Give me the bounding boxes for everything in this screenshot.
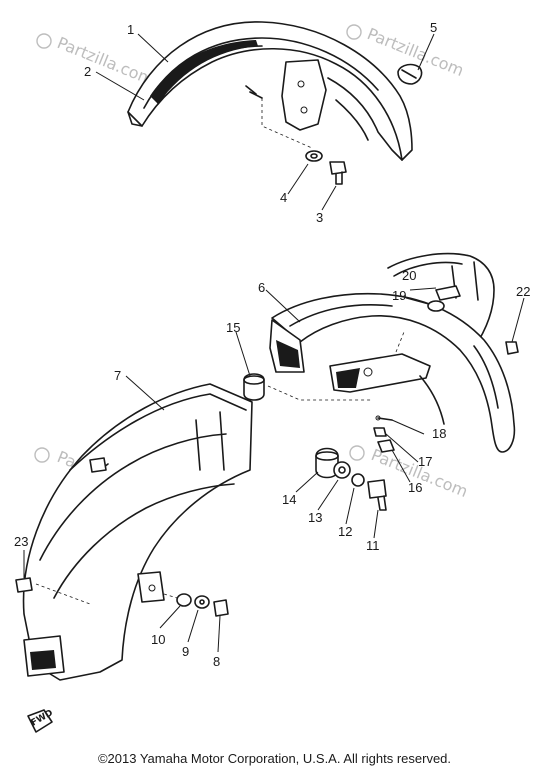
front-fender [127,21,413,161]
part-20-nut [435,285,461,301]
callout-15: 15 [226,320,240,335]
callout-1: 1 [127,22,134,37]
callout-14: 14 [282,492,296,507]
callout-10: 10 [151,632,165,647]
rear-fender-upper [267,252,516,453]
callout-12: 12 [338,524,352,539]
callout-8: 8 [213,654,220,669]
watermark-text: Partzilla.com [55,33,157,89]
callout-23: 23 [14,534,28,549]
part-12-washer [351,473,365,487]
part-21-bolt [89,457,107,473]
callout-19: 19 [392,288,406,303]
part-22-bolt [505,341,519,355]
part-17-clip [373,427,387,437]
part-23-bolt [15,577,33,593]
callout-22: 22 [516,284,530,299]
forward-arrow: FWD [27,708,55,733]
callout-5: 5 [430,20,437,35]
part-16-nut [377,439,395,453]
part-8-nut [213,599,229,617]
part-3-bolt [329,161,347,185]
callout-18: 18 [432,426,446,441]
callout-17: 17 [418,454,432,469]
callout-6: 6 [258,280,265,295]
watermark-1: Partzilla.com [36,33,157,89]
callout-11: 11 [366,538,380,553]
part-13-collar [333,461,351,479]
part-19-washer [427,300,445,312]
part-10-washer [176,593,192,607]
copyright-notice: ©2013 Yamaha Motor Corporation, U.S.A. A… [97,751,452,766]
callout-13: 13 [308,510,322,525]
callout-3: 3 [316,210,323,225]
part-11-bolt [367,479,387,511]
callout-20: 20 [402,268,416,283]
part-18-pin [375,415,393,421]
part-15-grommet [243,373,265,401]
leader-lines [23,33,525,653]
part-4-washer [305,150,323,162]
callout-4: 4 [280,190,287,205]
callout-7: 7 [114,368,121,383]
callouts: 1 2 3 4 5 6 7 8 9 10 11 12 13 14 15 16 1… [14,20,530,669]
rear-fender-lower [22,383,253,681]
part-9-washer [194,595,210,609]
callout-9: 9 [182,644,189,659]
callout-2: 2 [84,64,91,79]
callout-16: 16 [408,480,422,495]
part-5-cap [397,63,423,85]
